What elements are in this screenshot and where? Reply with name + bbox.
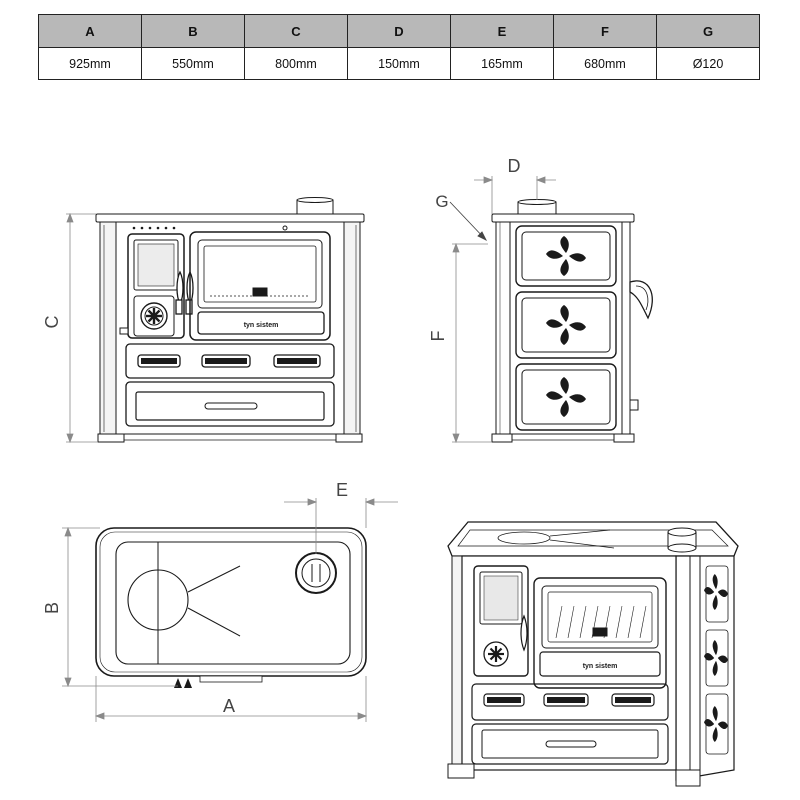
left-side-panel [99, 221, 117, 435]
side-body [495, 221, 631, 435]
flue-pipe-top [296, 197, 334, 203]
air-regulator-icon [140, 302, 168, 330]
top-view [95, 527, 367, 688]
dimension-header-a: A [38, 14, 142, 48]
top-outline [95, 527, 367, 677]
right-foot [335, 433, 363, 443]
right-side-panel [343, 221, 361, 435]
dimension-g [449, 201, 488, 242]
dimension-header-d: D [347, 14, 451, 48]
top-plate [95, 213, 365, 223]
dimension-e [284, 498, 398, 554]
dimension-value-c: 800mm [244, 47, 348, 80]
label-e: E [336, 480, 348, 500]
dimension-f [452, 242, 492, 444]
dimension-header-row: A B C D E F G [38, 14, 760, 48]
label-b: B [42, 602, 62, 614]
dimension-value-f: 680mm [553, 47, 657, 80]
top-view-knobs [174, 678, 192, 688]
side-panel-middle [515, 291, 617, 359]
side-handle [629, 280, 653, 411]
cooktop-plate [115, 541, 351, 665]
hotplate-ring [127, 569, 189, 631]
oven-door [189, 231, 331, 341]
front-view: tyn sistem [95, 197, 365, 443]
label-g: G [435, 192, 448, 211]
grill-band [125, 343, 335, 379]
dimension-value-e: 165mm [450, 47, 554, 80]
dimension-value-row: 925mm 550mm 800mm 150mm 165mm 680mm Ø120 [38, 47, 760, 80]
vent-slot-center [201, 354, 251, 368]
dimension-a [94, 676, 368, 722]
fire-door-window [133, 239, 179, 291]
dimensions-table: A B C D E F G 925mm 550mm 800mm 150mm 16… [38, 14, 760, 80]
iso-oven-door [533, 577, 667, 689]
thermometer-dot [282, 225, 288, 231]
label-d: D [508, 156, 521, 176]
wood-drawer [125, 381, 335, 427]
dimension-value-a: 925mm [38, 47, 142, 80]
left-foot [97, 433, 125, 443]
iso-brand-label: tyn sistem [583, 663, 618, 670]
dimension-value-d: 150mm [347, 47, 451, 80]
iso-fire-door [473, 565, 529, 677]
dimension-value-g: Ø120 [656, 47, 760, 80]
oven-plate [197, 311, 325, 335]
dimension-header-e: E [450, 14, 554, 48]
control-dots [132, 226, 176, 230]
label-f: F [428, 331, 448, 342]
isometric-view: tyn sistem [447, 521, 739, 787]
dimension-d [474, 176, 556, 214]
dimension-header-g: G [656, 14, 760, 48]
brand-label: tyn sistem [244, 322, 279, 329]
ash-door [133, 295, 175, 337]
iso-oven-grill [555, 605, 647, 639]
side-panel-top [515, 225, 617, 287]
dimension-b [62, 526, 178, 688]
dimension-c [66, 212, 98, 444]
vent-slot-left [137, 354, 181, 368]
dimension-value-b: 550mm [141, 47, 245, 80]
drawer-handle [204, 402, 258, 410]
oven-thermometer-icon [252, 287, 268, 297]
oven-window [197, 239, 323, 309]
fire-door [127, 233, 185, 339]
side-panel-bottom [515, 363, 617, 431]
iso-door-handle [520, 614, 528, 652]
side-view [491, 199, 653, 443]
label-c: C [42, 316, 62, 329]
side-knob [119, 327, 129, 335]
vent-slot-right [273, 354, 321, 368]
dimension-header-c: C [244, 14, 348, 48]
label-a: A [223, 696, 235, 716]
dimension-header-f: F [553, 14, 657, 48]
side-top-plate [491, 213, 635, 223]
iso-hotplate [497, 531, 551, 545]
iso-air-regulator-icon [483, 641, 509, 667]
